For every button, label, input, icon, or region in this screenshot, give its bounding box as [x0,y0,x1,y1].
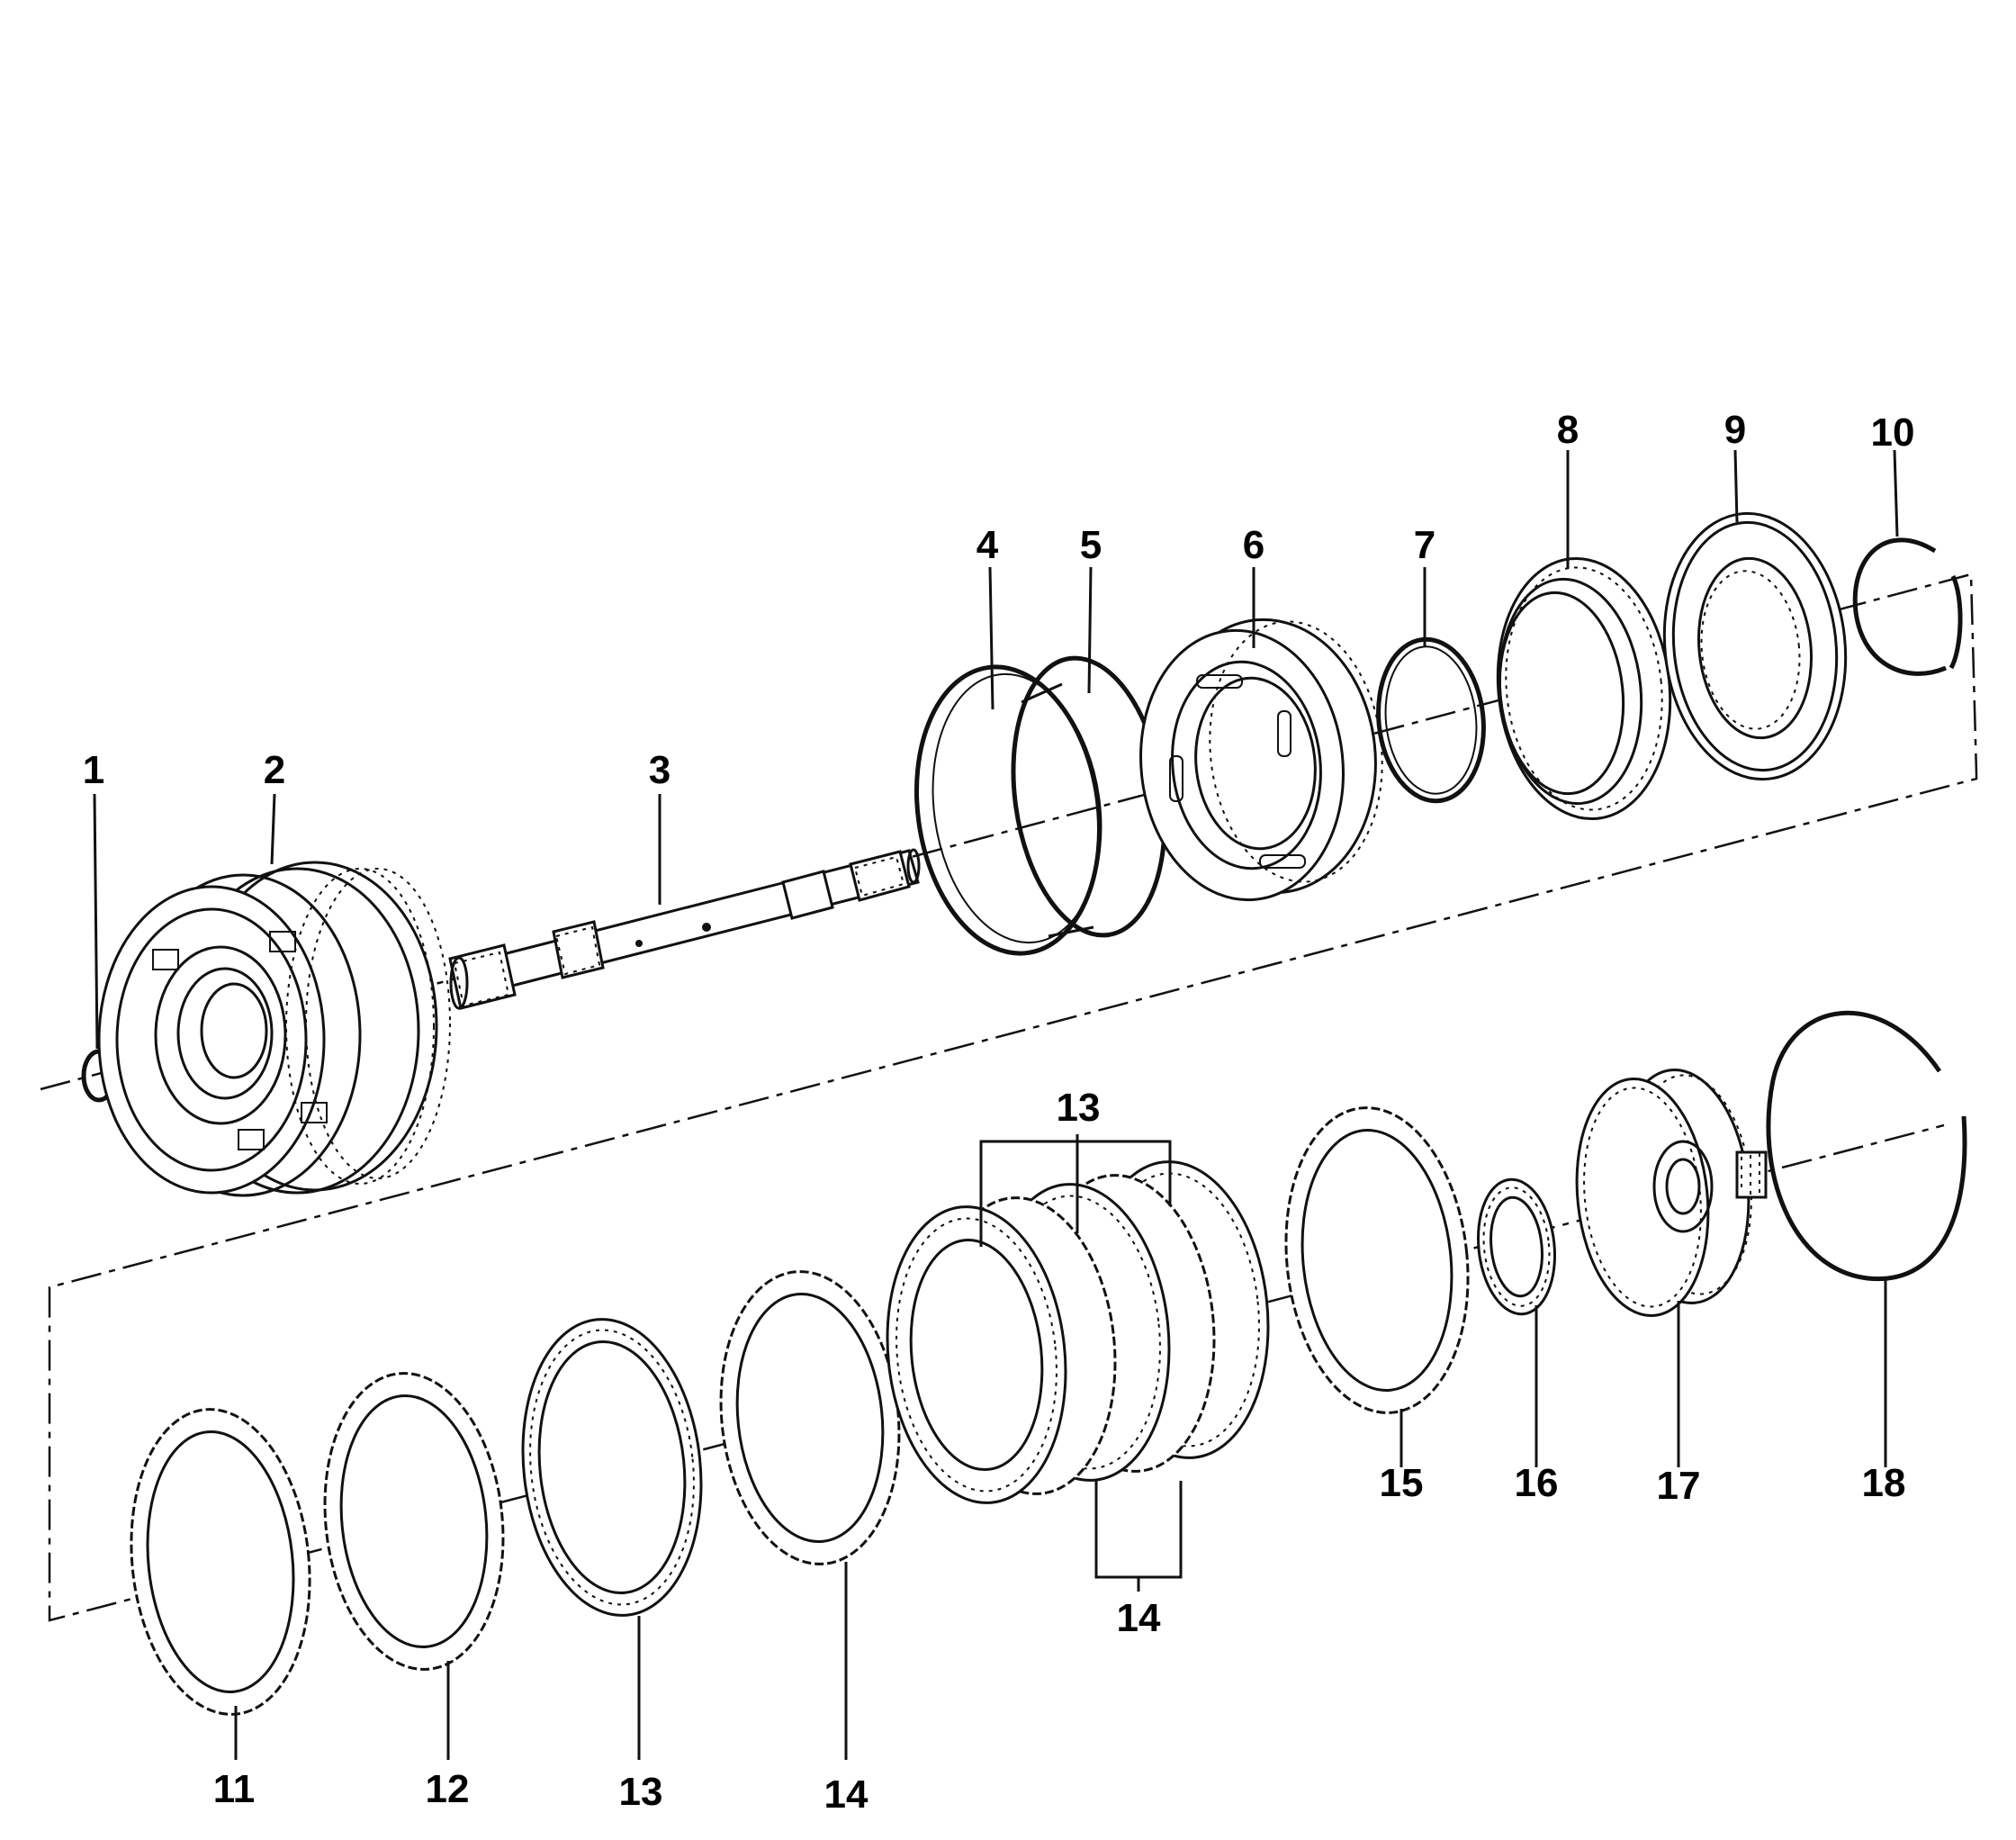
part-4-seal-ring [914,664,1102,956]
center-axis [40,573,1978,1622]
label-7: 7 [1414,523,1436,567]
part-13-friction-plate [521,1318,703,1617]
part-6-piston [1139,618,1383,902]
part-7-o-ring [1376,636,1486,804]
part-8-return-spring [1496,556,1672,821]
part-16-thrust-bearing [1477,1177,1556,1316]
label-2: 2 [264,748,285,792]
label-10: 10 [1871,410,1915,455]
label-6: 6 [1243,523,1264,567]
label-11: 11 [213,1767,256,1811]
part-17-clutch-hub [1575,1068,1768,1317]
label-1: 1 [83,748,104,792]
part-3-input-shaft [448,848,921,1010]
label-14-stack: 14 [1117,1596,1161,1640]
label-16: 16 [1515,1461,1559,1505]
label-15: 15 [1380,1461,1424,1505]
label-13-lower: 13 [619,1770,663,1814]
part-10-snap-ring [1852,537,1963,676]
label-18: 18 [1862,1461,1906,1505]
label-5: 5 [1080,523,1102,567]
clutch-plate-stack [886,1160,1270,1504]
label-12: 12 [426,1767,470,1811]
part-11-steel-plate [130,1408,311,1716]
part-18-snap-ring [1766,1010,1967,1282]
label-3: 3 [649,748,670,792]
label-8: 8 [1557,408,1579,452]
part-2-clutch-housing [97,861,451,1197]
callout-labels: 1 2 3 4 5 6 7 8 9 10 11 12 13 13 14 14 1… [83,408,1915,1817]
callout-lines [93,449,1899,1760]
part-14-steel-plate [719,1270,901,1565]
part-12-steel-plate [323,1372,505,1671]
part-15-pressure-plate [1284,1106,1470,1414]
part-9-retainer [1662,511,1848,781]
label-14-lower: 14 [824,1772,868,1817]
label-4: 4 [976,523,999,567]
label-13-upper: 13 [1057,1086,1101,1130]
label-9: 9 [1724,408,1746,452]
label-17: 17 [1657,1464,1701,1508]
